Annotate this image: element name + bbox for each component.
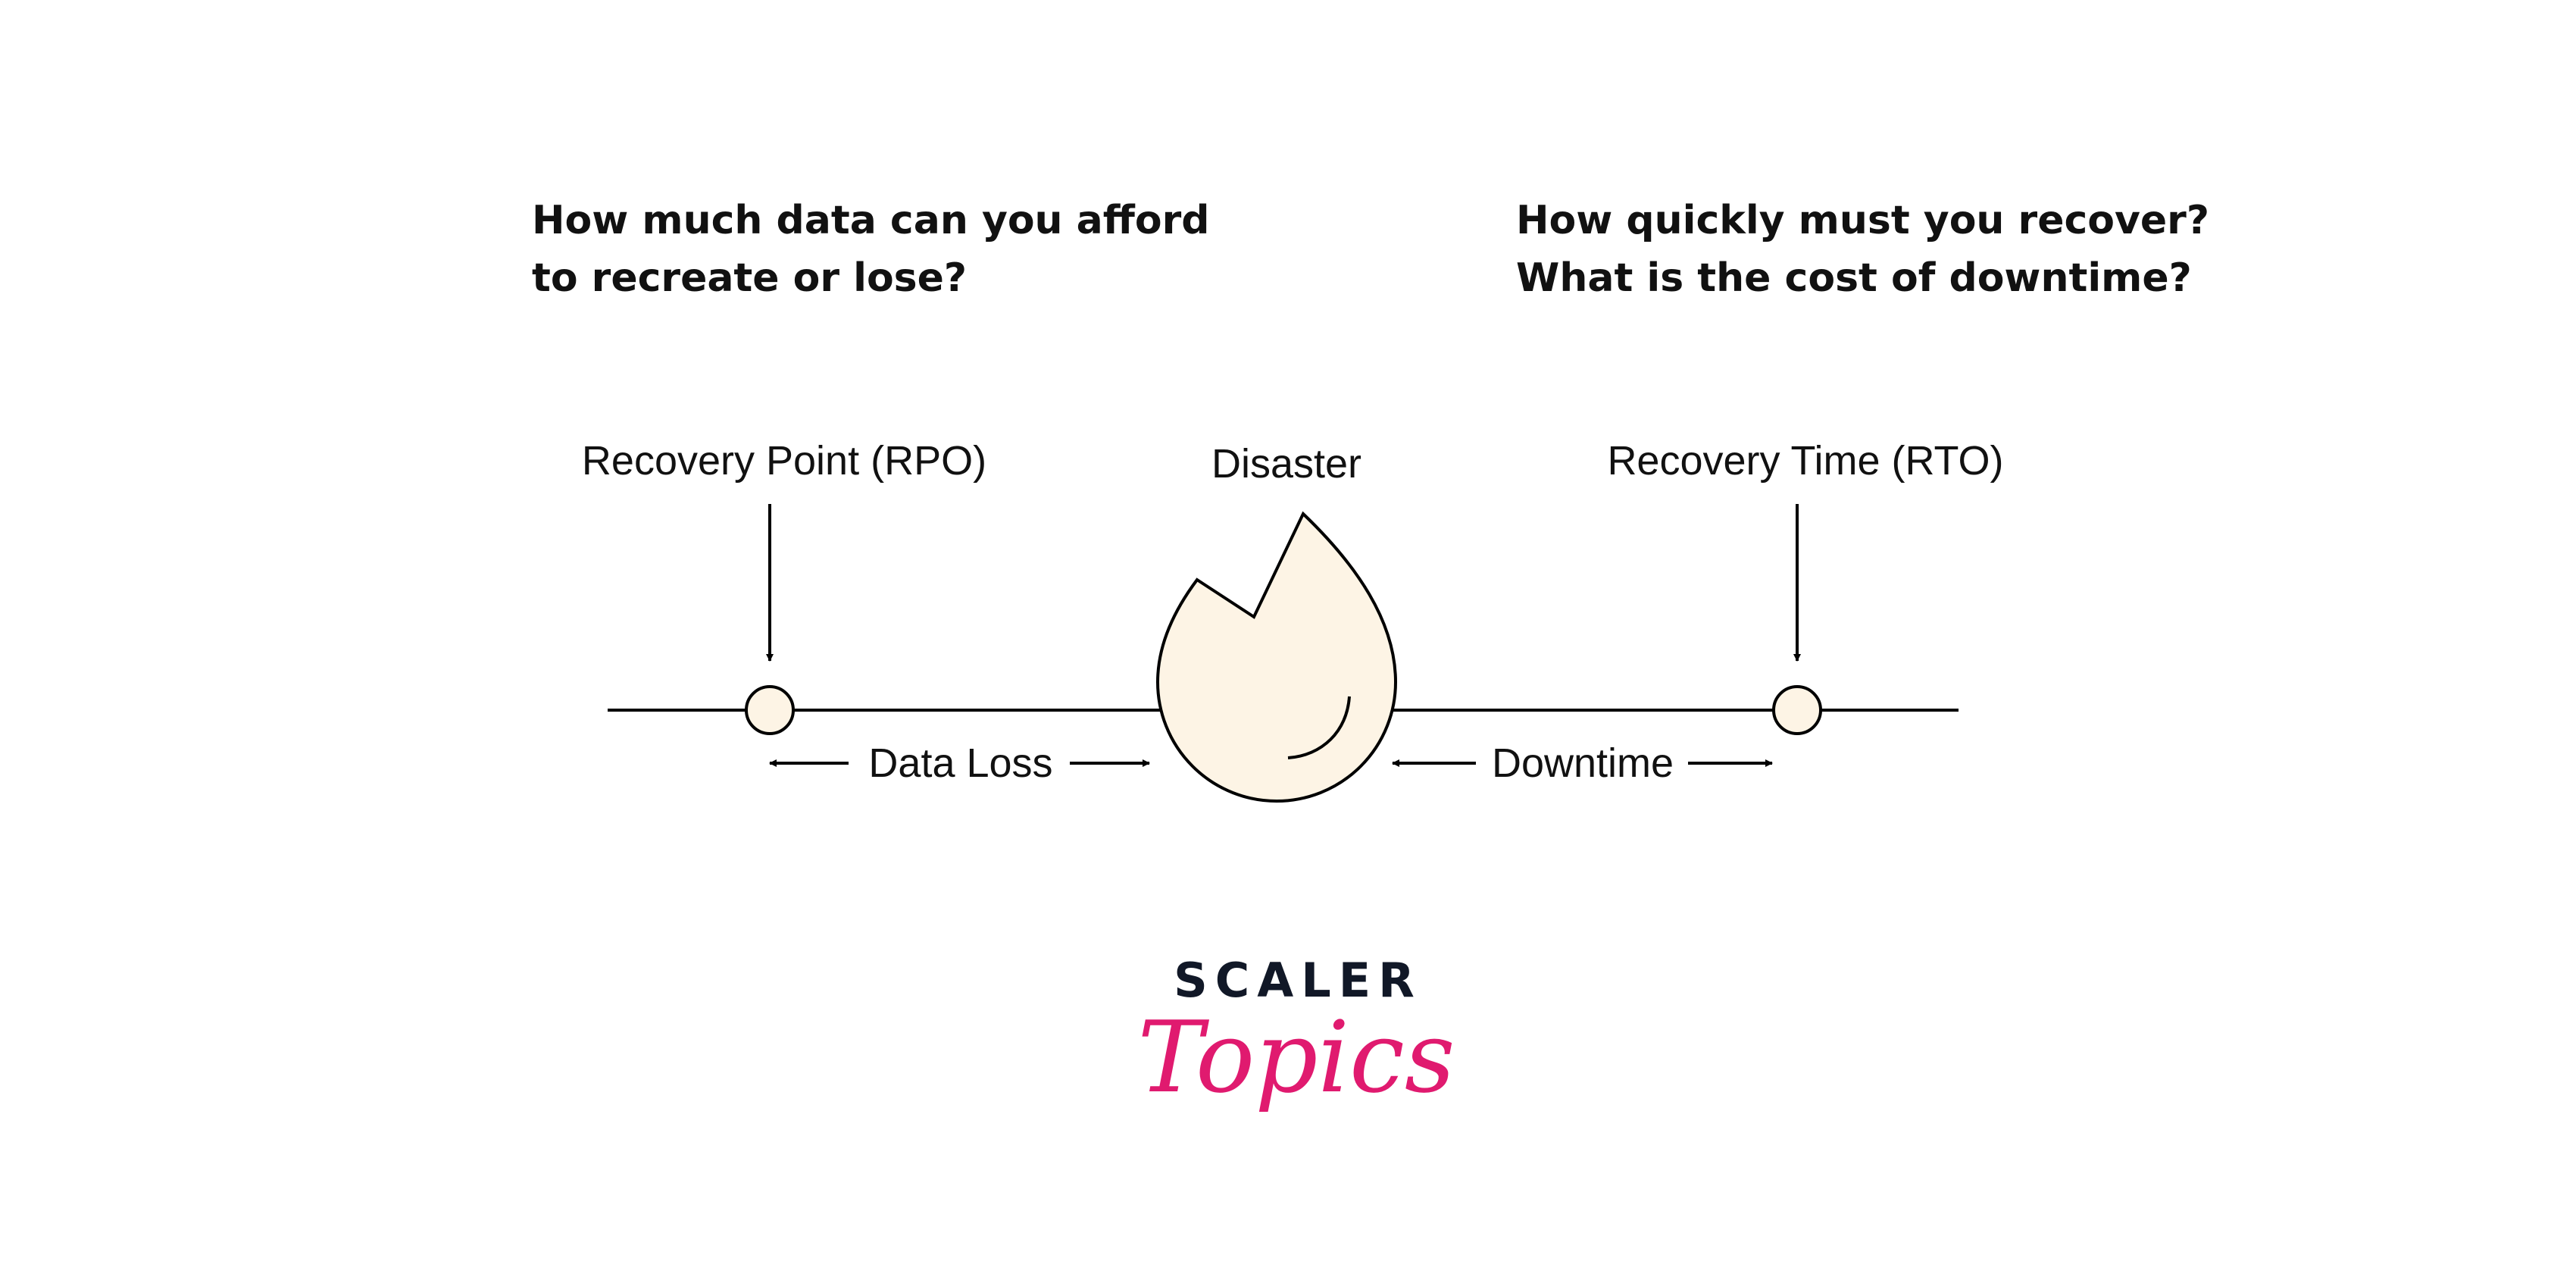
question-right-line2: What is the cost of downtime? <box>1516 255 2192 301</box>
rto-label: Recovery Time (RTO) <box>1607 438 2003 484</box>
question-left-line2: to recreate or lose? <box>532 255 967 301</box>
flame-inner-arc <box>1287 696 1351 759</box>
data-loss-label: Data Loss <box>868 740 1052 786</box>
logo-scaler: SCALER <box>1174 953 1422 1008</box>
logo-topics: Topics <box>1137 1000 1455 1115</box>
question-left-line1: How much data can you afford <box>532 198 1210 243</box>
downtime-label: Downtime <box>1492 740 1674 786</box>
rpo-label: Recovery Point (RPO) <box>582 438 986 484</box>
disaster-label: Disaster <box>1211 441 1361 487</box>
question-right-line1: How quickly must you recover? <box>1516 198 2209 243</box>
rpo-point <box>745 685 795 735</box>
rto-point <box>1772 685 1822 735</box>
disaster-flame-icon <box>1155 511 1398 803</box>
scaler-topics-logo: SCALER Topics <box>1137 953 1455 1115</box>
